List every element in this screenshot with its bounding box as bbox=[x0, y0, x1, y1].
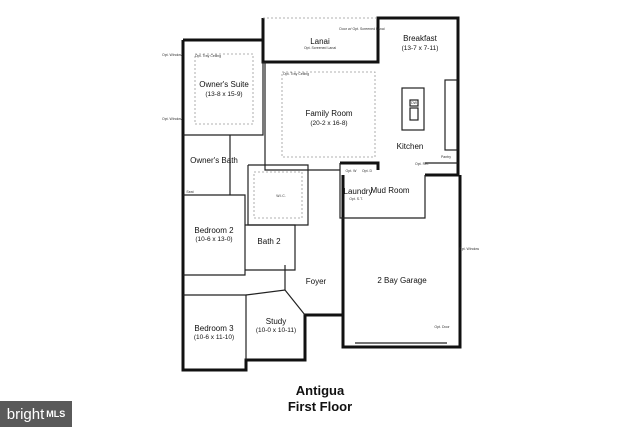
dashed-ceilings bbox=[194, 53, 376, 219]
bath2-label: Bath 2 bbox=[257, 237, 281, 246]
garage-door-note: Opt. Door bbox=[434, 325, 450, 329]
lanai-door-note: Door w/ Opt. Screened Lanai bbox=[339, 27, 384, 31]
owners-suite-label: Owner's Suite bbox=[199, 80, 249, 89]
walls bbox=[181, 16, 462, 372]
opt-window-note: Opt. Window bbox=[162, 117, 183, 121]
bedroom2-dims: (10-6 x 13-0) bbox=[195, 236, 232, 243]
dw-label: DW bbox=[411, 101, 418, 105]
opt-window-note: Opt. Window bbox=[162, 53, 183, 57]
wic-label: W.I.C. bbox=[276, 194, 286, 198]
opt-d-label: Opt. D bbox=[362, 169, 373, 173]
lanai-note: Opt. Screened Lanai bbox=[304, 46, 336, 50]
opt-w-label: Opt. W bbox=[346, 169, 358, 173]
lanai-label: Lanai bbox=[310, 37, 330, 46]
watermark-suffix: MLS bbox=[46, 409, 66, 419]
breakfast-dims: (13-7 x 7-11) bbox=[402, 45, 439, 52]
family-room-label: Family Room bbox=[305, 109, 352, 118]
ref-label: Opt. Ref. bbox=[415, 162, 429, 166]
pantry-label: Pantry bbox=[441, 155, 451, 159]
owners-suite-dims: (13-8 x 15-9) bbox=[205, 91, 242, 98]
watermark-brand: bright bbox=[6, 405, 45, 423]
garage-label: 2 Bay Garage bbox=[377, 276, 427, 285]
family-room-dims: (20-2 x 16-8) bbox=[310, 120, 347, 127]
owners-tray-note: Opt. Tray Ceiling bbox=[195, 54, 221, 58]
laundry-label: Laundry bbox=[344, 187, 373, 196]
plan-title: Antigua bbox=[295, 383, 345, 398]
kitchen-label: Kitchen bbox=[397, 142, 424, 151]
family-tray-note: Opt. Tray Ceiling bbox=[283, 72, 309, 76]
mud-room-label: Mud Room bbox=[370, 186, 409, 195]
plan-subtitle: First Floor bbox=[287, 399, 353, 414]
study-dims: (10-0 x 10-11) bbox=[256, 327, 296, 334]
seat-label: Seat bbox=[186, 190, 193, 194]
study-label: Study bbox=[266, 317, 286, 326]
owners-bath-label: Owner's Bath bbox=[190, 156, 238, 165]
breakfast-label: Breakfast bbox=[403, 34, 438, 43]
bedroom3-dims: (10-6 x 11-10) bbox=[194, 334, 234, 341]
garage-window-note: Opt. Window bbox=[459, 247, 480, 251]
opt-st-label: Opt. S.T. bbox=[349, 197, 363, 201]
bedroom3-label: Bedroom 3 bbox=[194, 324, 234, 333]
kitchen-island bbox=[401, 79, 458, 151]
foyer-label: Foyer bbox=[306, 277, 327, 286]
bedroom2-label: Bedroom 2 bbox=[194, 226, 234, 235]
